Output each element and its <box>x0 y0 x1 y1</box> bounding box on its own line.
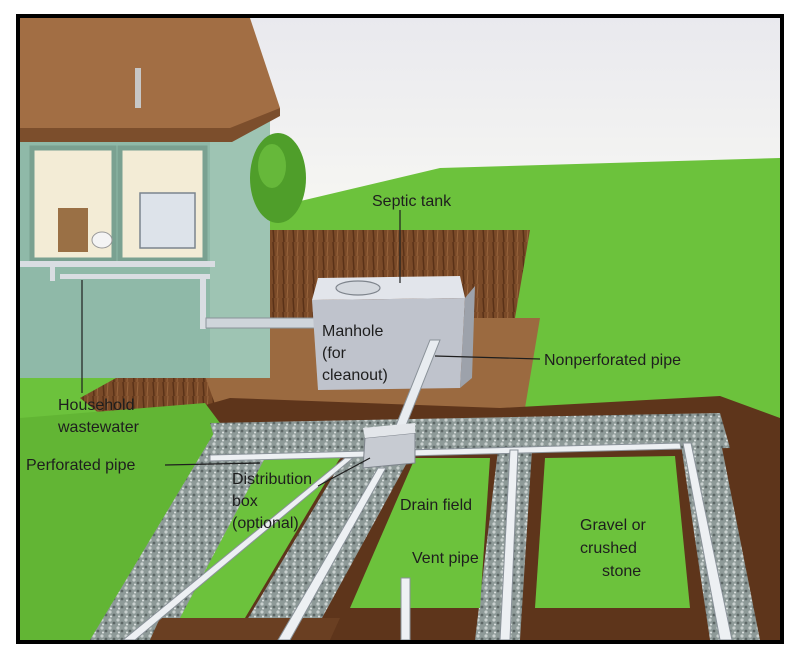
svg-text:(optional): (optional) <box>232 515 299 532</box>
grass-strip-2 <box>350 458 490 608</box>
leader-perforated-pipe <box>164 462 261 466</box>
svg-text:(for: (for <box>322 345 347 362</box>
svg-text:box: box <box>232 493 258 510</box>
svg-text:cleanout): cleanout) <box>322 367 388 384</box>
svg-text:stone: stone <box>602 563 641 580</box>
grass-strip-3 <box>535 456 690 608</box>
washing-machine <box>139 192 196 249</box>
septic-system-illustration: Septic tank Manhole (for cleanout) Nonpe… <box>16 14 784 644</box>
trench-soil-edge <box>150 618 340 640</box>
label-household-wastewater: Household wastewater <box>57 397 140 436</box>
gravel-trench-3 <box>475 450 532 640</box>
vent-pipe <box>400 577 411 640</box>
manhole-cover <box>335 280 381 296</box>
leader-distribution-box <box>317 457 371 487</box>
perforated-pipes <box>122 442 733 640</box>
toilet <box>91 231 113 249</box>
label-perforated-pipe: Perforated pipe <box>26 457 136 474</box>
svg-text:Household: Household <box>58 397 135 414</box>
svg-text:Manhole: Manhole <box>322 323 383 340</box>
svg-text:wastewater: wastewater <box>57 419 140 436</box>
grass-slope-left <box>20 403 220 640</box>
label-vent-pipe: Vent pipe <box>412 550 479 567</box>
label-septic-tank: Septic tank <box>372 193 452 210</box>
leader-nonperforated-pipe <box>434 355 541 360</box>
inlet-pipe <box>205 317 317 329</box>
label-gravel: Gravel or crushed stone <box>580 517 646 580</box>
water-heater <box>58 208 88 252</box>
label-distribution-box: Distribution box (optional) <box>232 471 312 532</box>
label-manhole: Manhole (for cleanout) <box>322 323 388 384</box>
label-nonperforated-pipe: Nonperforated pipe <box>544 352 681 369</box>
label-drain-field: Drain field <box>400 497 472 514</box>
distribution-box <box>362 423 416 469</box>
svg-text:Distribution: Distribution <box>232 471 312 488</box>
svg-text:crushed: crushed <box>580 540 637 557</box>
svg-text:Gravel or: Gravel or <box>580 517 646 534</box>
